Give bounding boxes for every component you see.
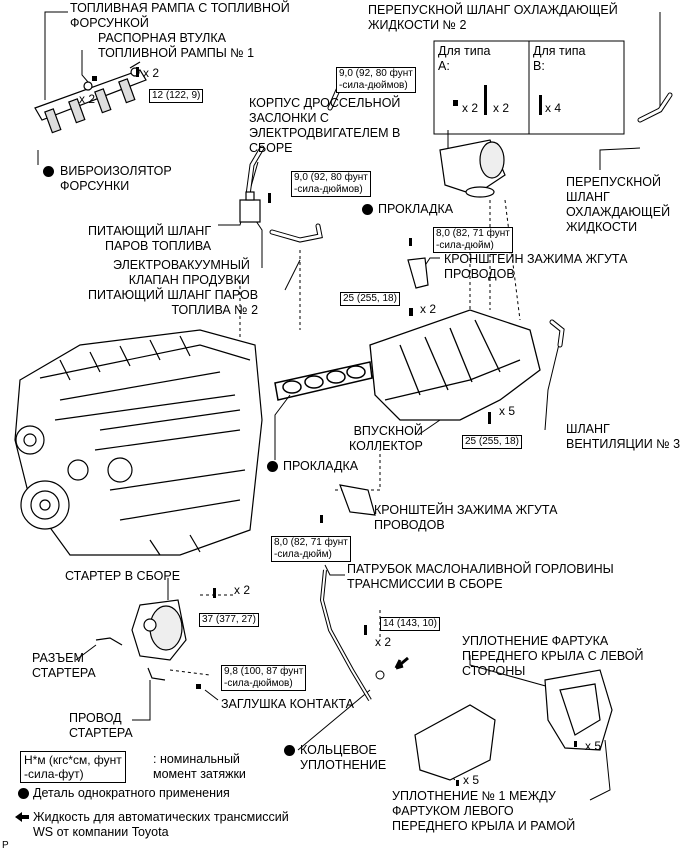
apron-seal-1-drawing — [414, 704, 496, 781]
leader-wire — [132, 680, 151, 721]
torque-bracket-top: 8,0 (82, 71 фунт -сила-дюйм) — [433, 227, 513, 253]
manifold-gasket-drawing — [274, 361, 373, 401]
qty-fuel-rail-bolts: x 2 — [143, 66, 160, 80]
qty-manifold-lower: x 5 — [499, 404, 516, 418]
leader-seal-1 — [589, 739, 611, 801]
type-a-header: Для типа А: — [438, 44, 491, 73]
leader-manifold — [417, 419, 441, 436]
torque-terminal: 9,8 (100, 87 фунт -сила-дюймов) — [221, 665, 307, 691]
label-fender-apron-seal-lh: УПЛОТНЕНИЕ ФАРТУКА ПЕРЕДНЕГО КРЫЛА С ЛЕВ… — [462, 634, 644, 678]
torque-filler-tube: 14 (143, 10) — [380, 617, 440, 631]
leader-spacer — [81, 50, 89, 83]
legend-non-reusable-text: Деталь однократного применения — [33, 786, 230, 800]
torque-bracket-bottom: 8,0 (82, 71 фунт -сила-дюйм) — [271, 536, 351, 562]
torque-throttle-body: 9,0 (92, 80 фунт -сила-дюймов) — [336, 67, 416, 93]
leader-vent — [544, 339, 561, 431]
leader-connector — [75, 644, 97, 661]
label-fender-apron-seal-1: УПЛОТНЕНИЕ № 1 МЕЖДУ ФАРТУКОМ ЛЕВОГО ПЕР… — [392, 789, 576, 833]
label-terminal-cap: ЗАГЛУШКА КОНТАКТА — [221, 697, 354, 711]
engine-block-drawing — [14, 329, 263, 556]
torque-manifold-lower: 25 (255, 18) — [462, 435, 522, 449]
legend-torque-box: Н*м (кгс*см, фунт -сила-фут) — [20, 751, 126, 783]
label-ventilation-hose-3: ШЛАНГ ВЕНТИЛЯЦИИ № 3 — [566, 422, 681, 451]
label-filler-tube: ПАТРУБОК МАСЛОНАЛИВНОЙ ГОРЛОВИНЫ ТРАНСМИ… — [347, 562, 614, 591]
non-reusable-dot — [362, 204, 373, 215]
non-reusable-dot — [284, 745, 295, 756]
torque-starter: 37 (377, 27) — [199, 613, 259, 627]
label-intake-manifold: ВПУСКНОЙ КОЛЛЕКТОР — [349, 424, 423, 453]
label-starter-connector: РАЗЪЕМ СТАРТЕРА — [32, 651, 96, 680]
label-fuel-rail-spacer: РАСПОРНАЯ ВТУЛКА ТОПЛИВНОЙ РАМПЫ № 1 — [98, 31, 255, 60]
throttle-body-drawing — [439, 139, 506, 198]
legend-torque-text: : номинальный момент затяжки — [153, 752, 246, 781]
bolts-drawing — [92, 67, 577, 786]
o-ring-drawing — [375, 670, 385, 680]
vsv-drawing — [239, 191, 261, 223]
ws-arrow-drawing — [394, 656, 409, 670]
label-purge-vsv: ЭЛЕКТРОВАКУУМНЫЙ КЛАПАН ПРОДУВКИ — [113, 258, 250, 287]
leader-fuel-rail — [44, 11, 68, 100]
legend-ws-fluid: Жидкость для автоматических трансмиссий … — [33, 810, 289, 839]
leader-vaporhose2 — [284, 259, 301, 291]
type-b-header: Для типа В: — [533, 44, 586, 73]
legend-non-reusable-dot — [18, 788, 29, 799]
non-reusable-dot — [267, 461, 278, 472]
leader-gasket-mid — [274, 394, 291, 460]
leader-vsv — [251, 214, 263, 268]
qty-seal-1: x 5 — [463, 773, 480, 787]
label-starter-wire: ПРОВОД СТАРТЕРА — [69, 711, 133, 740]
intake-manifold-drawing — [369, 309, 541, 421]
fuel-rail-drawing — [34, 61, 147, 134]
label-water-bypass-hose-2: ПЕРЕПУСКНОЙ ШЛАНГ ОХЛАЖДАЮЩЕЙ ЖИДКОСТИ №… — [368, 3, 618, 32]
apron-seal-lh-drawing — [544, 669, 613, 751]
corner-mark: P — [2, 840, 9, 851]
label-injector-insulator: ВИБРОИЗОЛЯТОР ФОРСУНКИ — [60, 164, 172, 193]
brackets-drawing — [339, 257, 429, 516]
label-gasket-top: ПРОКЛАДКА — [378, 202, 454, 216]
label-water-bypass-hose: ПЕРЕПУСКНОЙ ШЛАНГ ОХЛАЖДАЮЩЕЙ ЖИДКОСТИ — [566, 175, 671, 234]
leader-oring — [297, 689, 371, 751]
legend-arrow-icon — [15, 812, 29, 822]
label-gasket-mid: ПРОКЛАДКА — [283, 459, 359, 473]
qty-filler-tube: x 2 — [375, 635, 392, 649]
torque-fuel-rail: 12 (122, 9) — [149, 89, 204, 103]
torque-manifold-upper: 25 (255, 18) — [340, 292, 400, 306]
qty-type-a-bolts: x 2 — [493, 101, 510, 115]
qty-manifold-upper: x 2 — [420, 302, 437, 316]
label-fuel-rail: ТОПЛИВНАЯ РАМПА С ТОПЛИВНОЙ ФОРСУНКОЙ — [70, 1, 290, 30]
leader-terminal — [204, 689, 219, 701]
qty-type-a-nuts: x 2 — [462, 101, 479, 115]
starter-drawing — [131, 599, 187, 661]
leader-seal-lh — [469, 655, 561, 691]
label-bracket-bottom: КРОНШТЕЙН ЗАЖИМА ЖГУТА ПРОВОДОВ — [374, 503, 558, 532]
label-throttle-body: КОРПУС ДРОССЕЛЬНОЙ ЗАСЛОНКИ С ЭЛЕКТРОДВИ… — [249, 96, 401, 155]
label-fuel-vapor-hose-2: ПИТАЮЩИЙ ШЛАНГ ПАРОВ ТОПЛИВА № 2 — [88, 288, 259, 317]
leader-filler — [324, 564, 345, 576]
label-o-ring: КОЛЬЦЕВОЕ УПЛОТНЕНИЕ — [300, 743, 387, 772]
type-table-frame — [433, 40, 625, 135]
starter-wire-drawing — [95, 637, 166, 681]
non-reusable-dot — [43, 166, 54, 177]
qty-starter: x 2 — [234, 583, 251, 597]
leader-bypass — [599, 147, 641, 170]
qty-type-b-bolts: x 4 — [545, 101, 562, 115]
label-starter-assembly: СТАРТЕР В СБОРЕ — [65, 569, 181, 583]
label-bracket-top: КРОНШТЕЙН ЗАЖИМА ЖГУТА ПРОВОДОВ — [444, 252, 628, 281]
label-fuel-vapor-hose: ПИТАЮЩИЙ ШЛАНГ ПАРОВ ТОПЛИВА — [88, 224, 212, 253]
qty-spacers: x 2 — [79, 92, 96, 106]
qty-seal-lh: x 5 — [585, 739, 602, 753]
torque-purge-vsv: 9,0 (92, 80 фунт -сила-дюймов) — [291, 171, 371, 197]
